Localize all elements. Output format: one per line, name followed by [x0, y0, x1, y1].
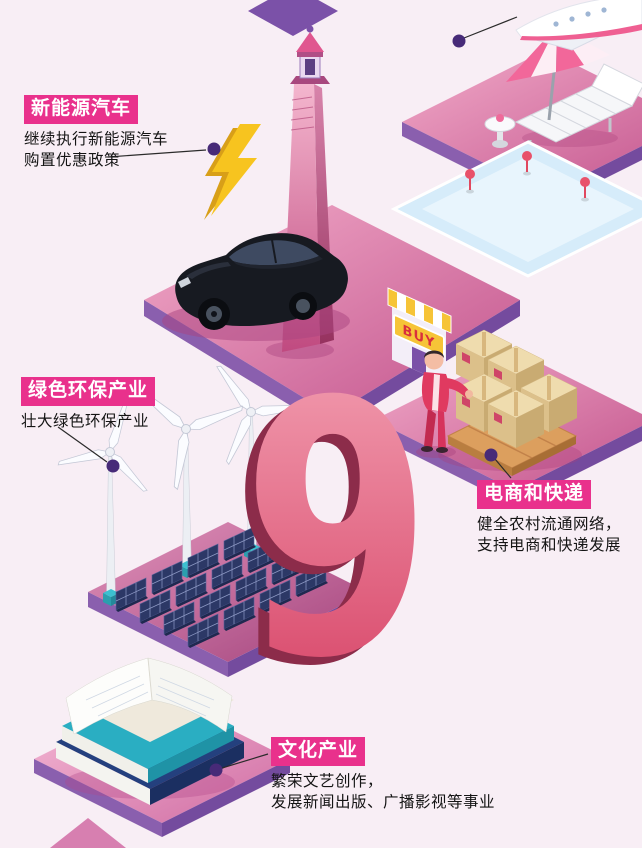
- callout-green-industry: 绿色环保产业 壮大绿色环保产业: [21, 377, 156, 432]
- nine-extrusion: 9: [231, 337, 421, 744]
- awning: [387, 287, 452, 334]
- connector-dot-culture: [209, 763, 223, 777]
- callout-line: 购置优惠政策: [24, 150, 121, 169]
- callout-culture-industry: 文化产业 繁荣文艺创作， 发展新闻出版、广播影视等事业: [271, 737, 495, 813]
- courier-person: [416, 350, 473, 458]
- callout-new-energy-vehicles: 新能源汽车 继续执行新能源汽车 购置优惠政策: [24, 95, 168, 171]
- callout-title-green: 绿色环保产业: [21, 377, 156, 406]
- callout-line: 壮大绿色环保产业: [21, 411, 150, 430]
- callout-desc-green: 壮大绿色环保产业: [21, 411, 155, 432]
- wind-turbine: [54, 386, 172, 606]
- callout-title-new-energy: 新能源汽车: [24, 95, 139, 124]
- connector-dot-airplane: [452, 34, 466, 48]
- connector-dot-ecommerce: [484, 448, 498, 462]
- callout-title-culture: 文化产业: [271, 737, 366, 766]
- airplane: [515, 0, 642, 51]
- callout-line: 继续执行新能源汽车: [24, 129, 169, 148]
- nine-face: 9: [242, 329, 432, 736]
- wind-turbine: [176, 336, 312, 560]
- connector-line-culture: [221, 753, 269, 769]
- black-sedan-car: [162, 233, 350, 341]
- connector-line-airplane: [463, 16, 518, 39]
- callout-desc-ecommerce: 健全农村流通网络， 支持电商和快递发展: [477, 514, 621, 556]
- open-book: [65, 657, 234, 742]
- platform-top-diamond: [248, 0, 338, 36]
- side-table: [484, 114, 516, 148]
- callout-line: 发展新闻出版、广播影视等事业: [271, 792, 496, 811]
- callout-desc-new-energy: 继续执行新能源汽车 购置优惠政策: [24, 129, 168, 171]
- connector-line-green: [57, 426, 108, 463]
- callout-desc-culture: 繁荣文艺创作， 发展新闻出版、广播影视等事业: [271, 771, 495, 813]
- callout-line: 支持电商和快递发展: [477, 535, 622, 554]
- connector-dot-new-energy: [207, 142, 221, 156]
- connector-line-ecommerce: [494, 458, 512, 479]
- callout-line: 健全农村流通网络，: [477, 514, 622, 533]
- connector-dot-green: [106, 459, 120, 473]
- map-with-pins: [390, 140, 642, 278]
- connector-line-new-energy: [107, 149, 207, 158]
- callout-title-ecommerce: 电商和快递: [477, 480, 592, 509]
- callout-ecommerce-express: 电商和快递 健全农村流通网络， 支持电商和快递发展: [477, 480, 621, 556]
- corner-platform: [50, 818, 126, 848]
- lightning-bolt-icon: [204, 124, 261, 220]
- callout-line: 繁荣文艺创作，: [271, 771, 384, 790]
- big-number-nine: 9 9: [231, 329, 432, 744]
